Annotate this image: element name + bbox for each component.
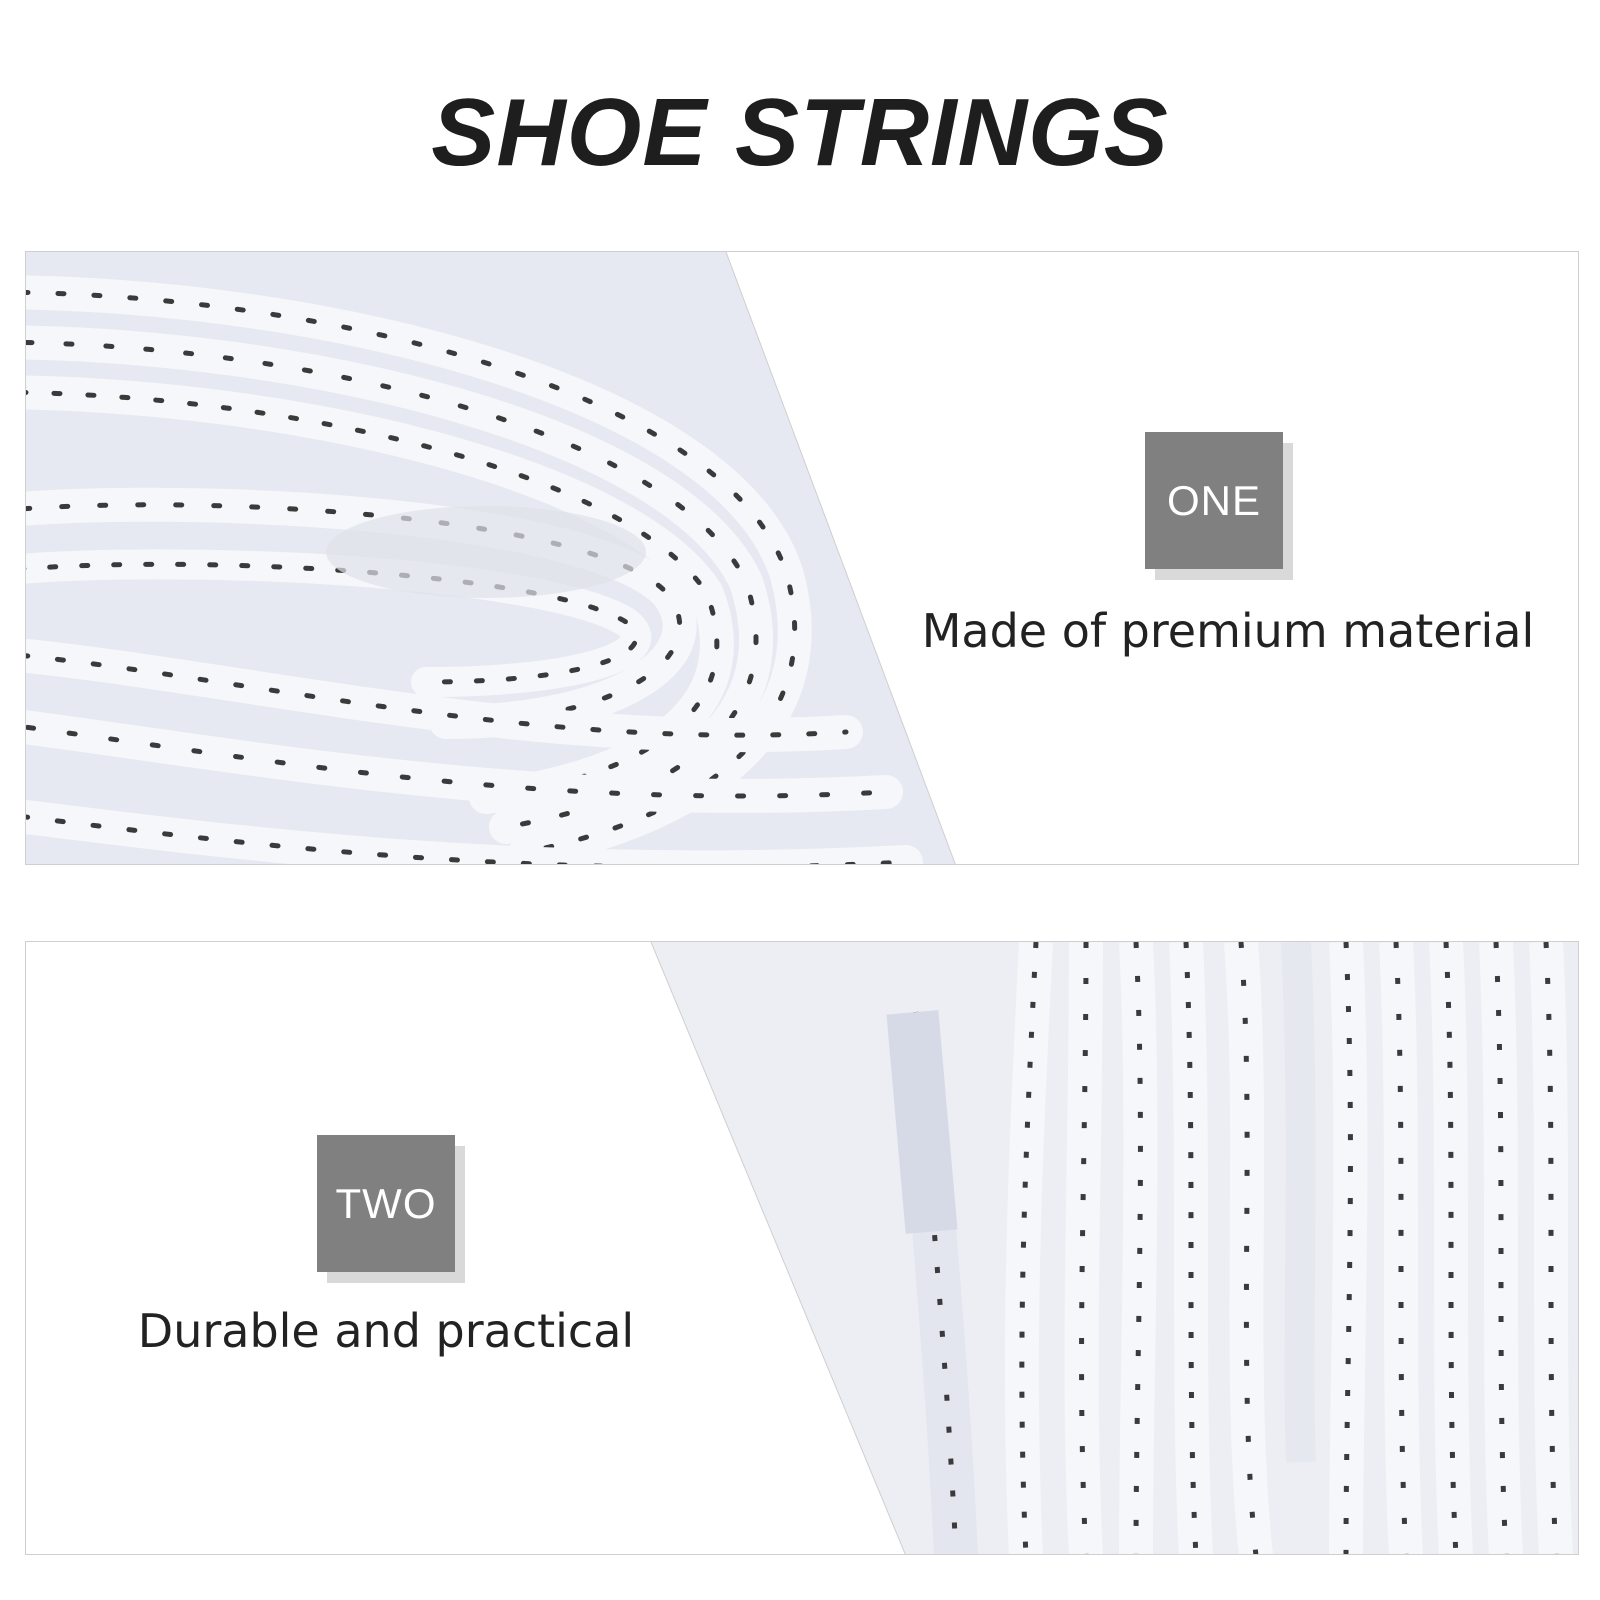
shoelace-coil-photo [26,252,1578,864]
badge-one: ONE [1145,432,1283,569]
badge-two: TWO [317,1135,455,1272]
page-title: SHOE STRINGS [431,79,1169,186]
shoelace-ends-photo [26,942,1578,1554]
caption-two: Durable and practical [137,1304,635,1358]
badge-two-wrap: TWO [317,1135,465,1283]
caption-one: Made of premium material [921,604,1535,658]
badge-one-wrap: ONE [1145,432,1293,580]
feature-panel-two: TWO Durable and practical [25,941,1579,1555]
feature-panel-one: ONE Made of premium material [25,251,1579,865]
